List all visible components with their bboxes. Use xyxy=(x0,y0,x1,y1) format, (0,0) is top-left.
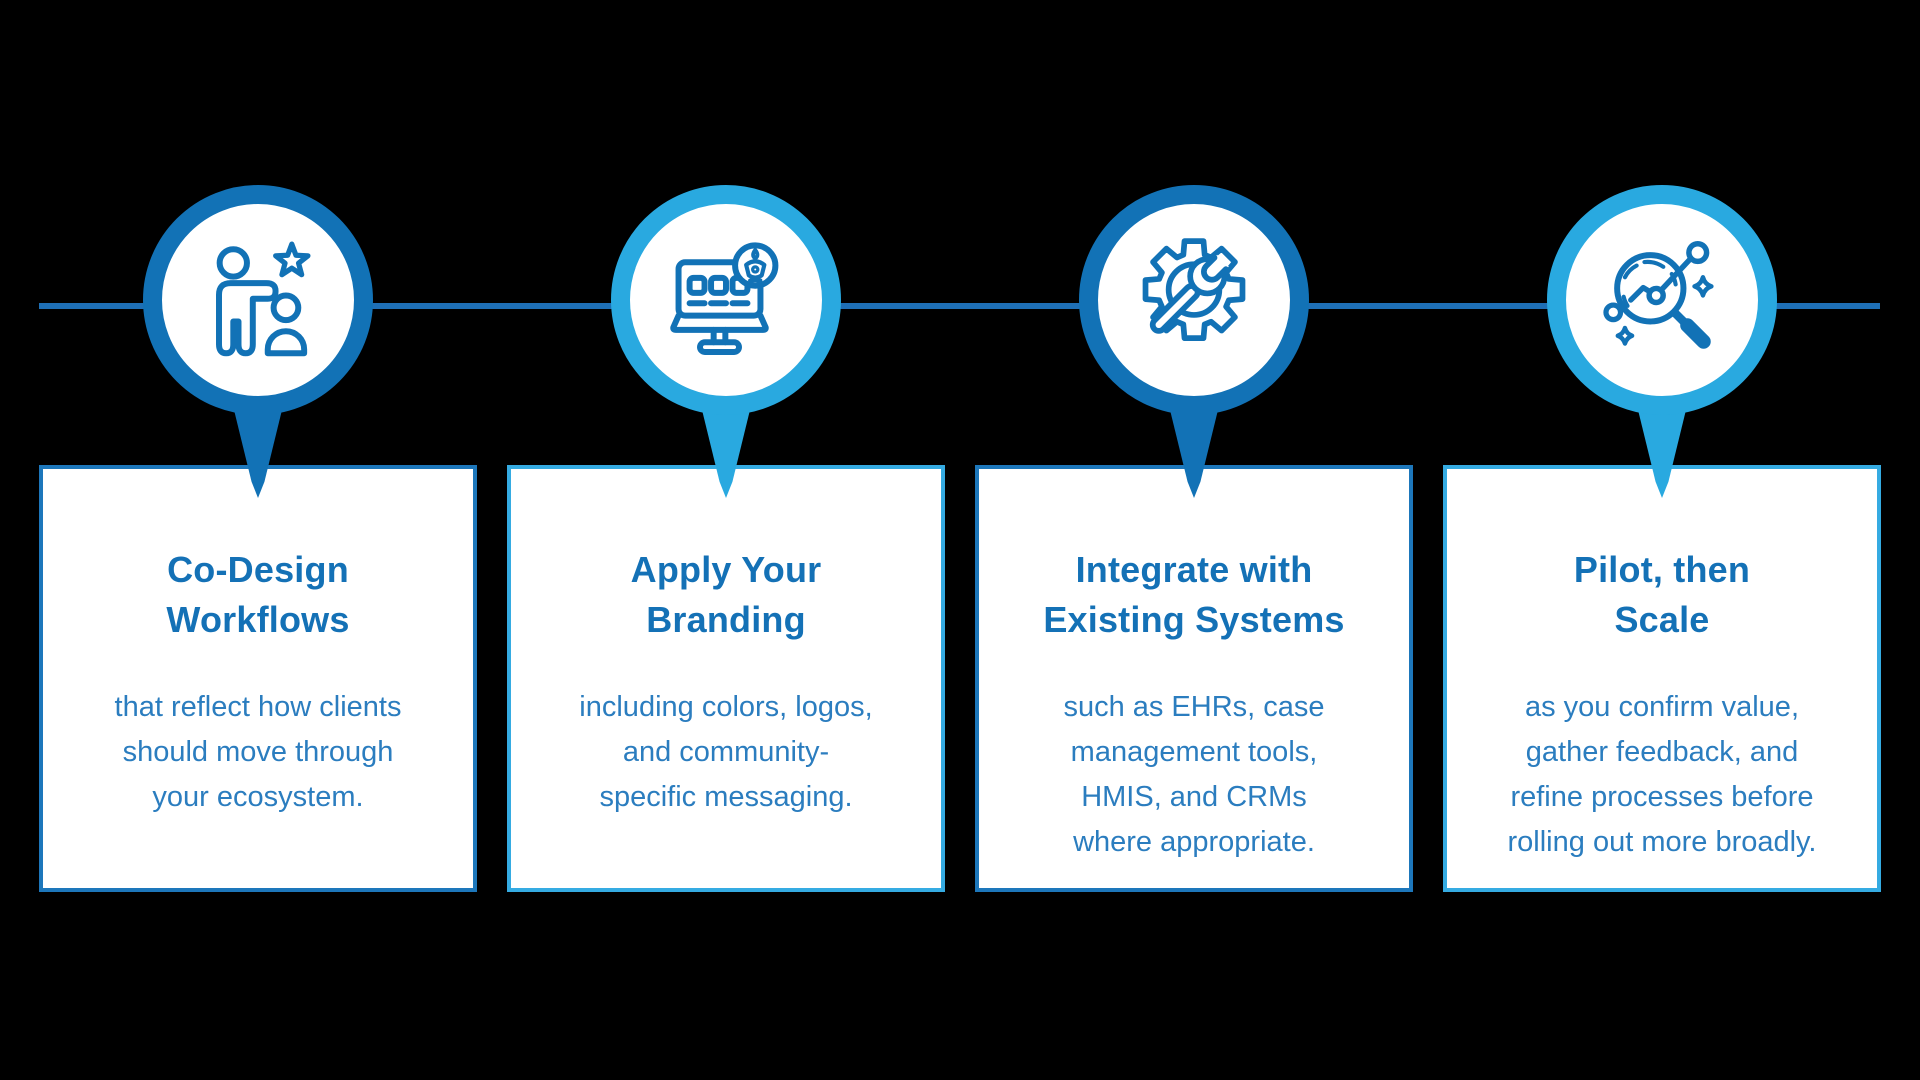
step-body: such as EHRs, case management tools, HMI… xyxy=(1063,691,1325,858)
step-title: Pilot, then Scale xyxy=(1573,549,1751,640)
person-mentor-star-icon xyxy=(216,241,311,357)
steps-row: Co-Design Workflows that reflect how cli… xyxy=(39,185,1881,895)
step-column-integrate-systems: Integrate with Existing Systems such as … xyxy=(975,185,1413,895)
step-body: that reflect how clients should move thr… xyxy=(114,691,402,813)
step-column-pilot-scale: Pilot, then Scale as you confirm value, … xyxy=(1443,185,1881,895)
magnifier-analytics-sparkles-icon xyxy=(1603,240,1714,349)
step-circle xyxy=(1079,185,1309,415)
step-circle xyxy=(143,185,373,415)
step-circle xyxy=(611,185,841,415)
step-title: Co-Design Workflows xyxy=(166,549,350,640)
step-card: Pilot, then Scale as you confirm value, … xyxy=(1443,465,1881,892)
step-card: Apply Your Branding including colors, lo… xyxy=(507,465,945,892)
step-body: including colors, logos, and community- … xyxy=(579,691,873,813)
monitor-pen-badge-icon xyxy=(670,242,779,355)
step-column-apply-branding: Apply Your Branding including colors, lo… xyxy=(507,185,945,895)
connector-line xyxy=(39,303,1880,309)
step-body: as you confirm value, gather feedback, a… xyxy=(1507,691,1817,858)
step-column-codesign-workflows: Co-Design Workflows that reflect how cli… xyxy=(39,185,477,895)
step-card: Co-Design Workflows that reflect how cli… xyxy=(39,465,477,892)
step-title: Apply Your Branding xyxy=(630,549,822,640)
step-card: Integrate with Existing Systems such as … xyxy=(975,465,1413,892)
step-title: Integrate with Existing Systems xyxy=(1043,549,1345,640)
step-circle xyxy=(1547,185,1777,415)
gear-wrench-icon xyxy=(1142,238,1246,341)
